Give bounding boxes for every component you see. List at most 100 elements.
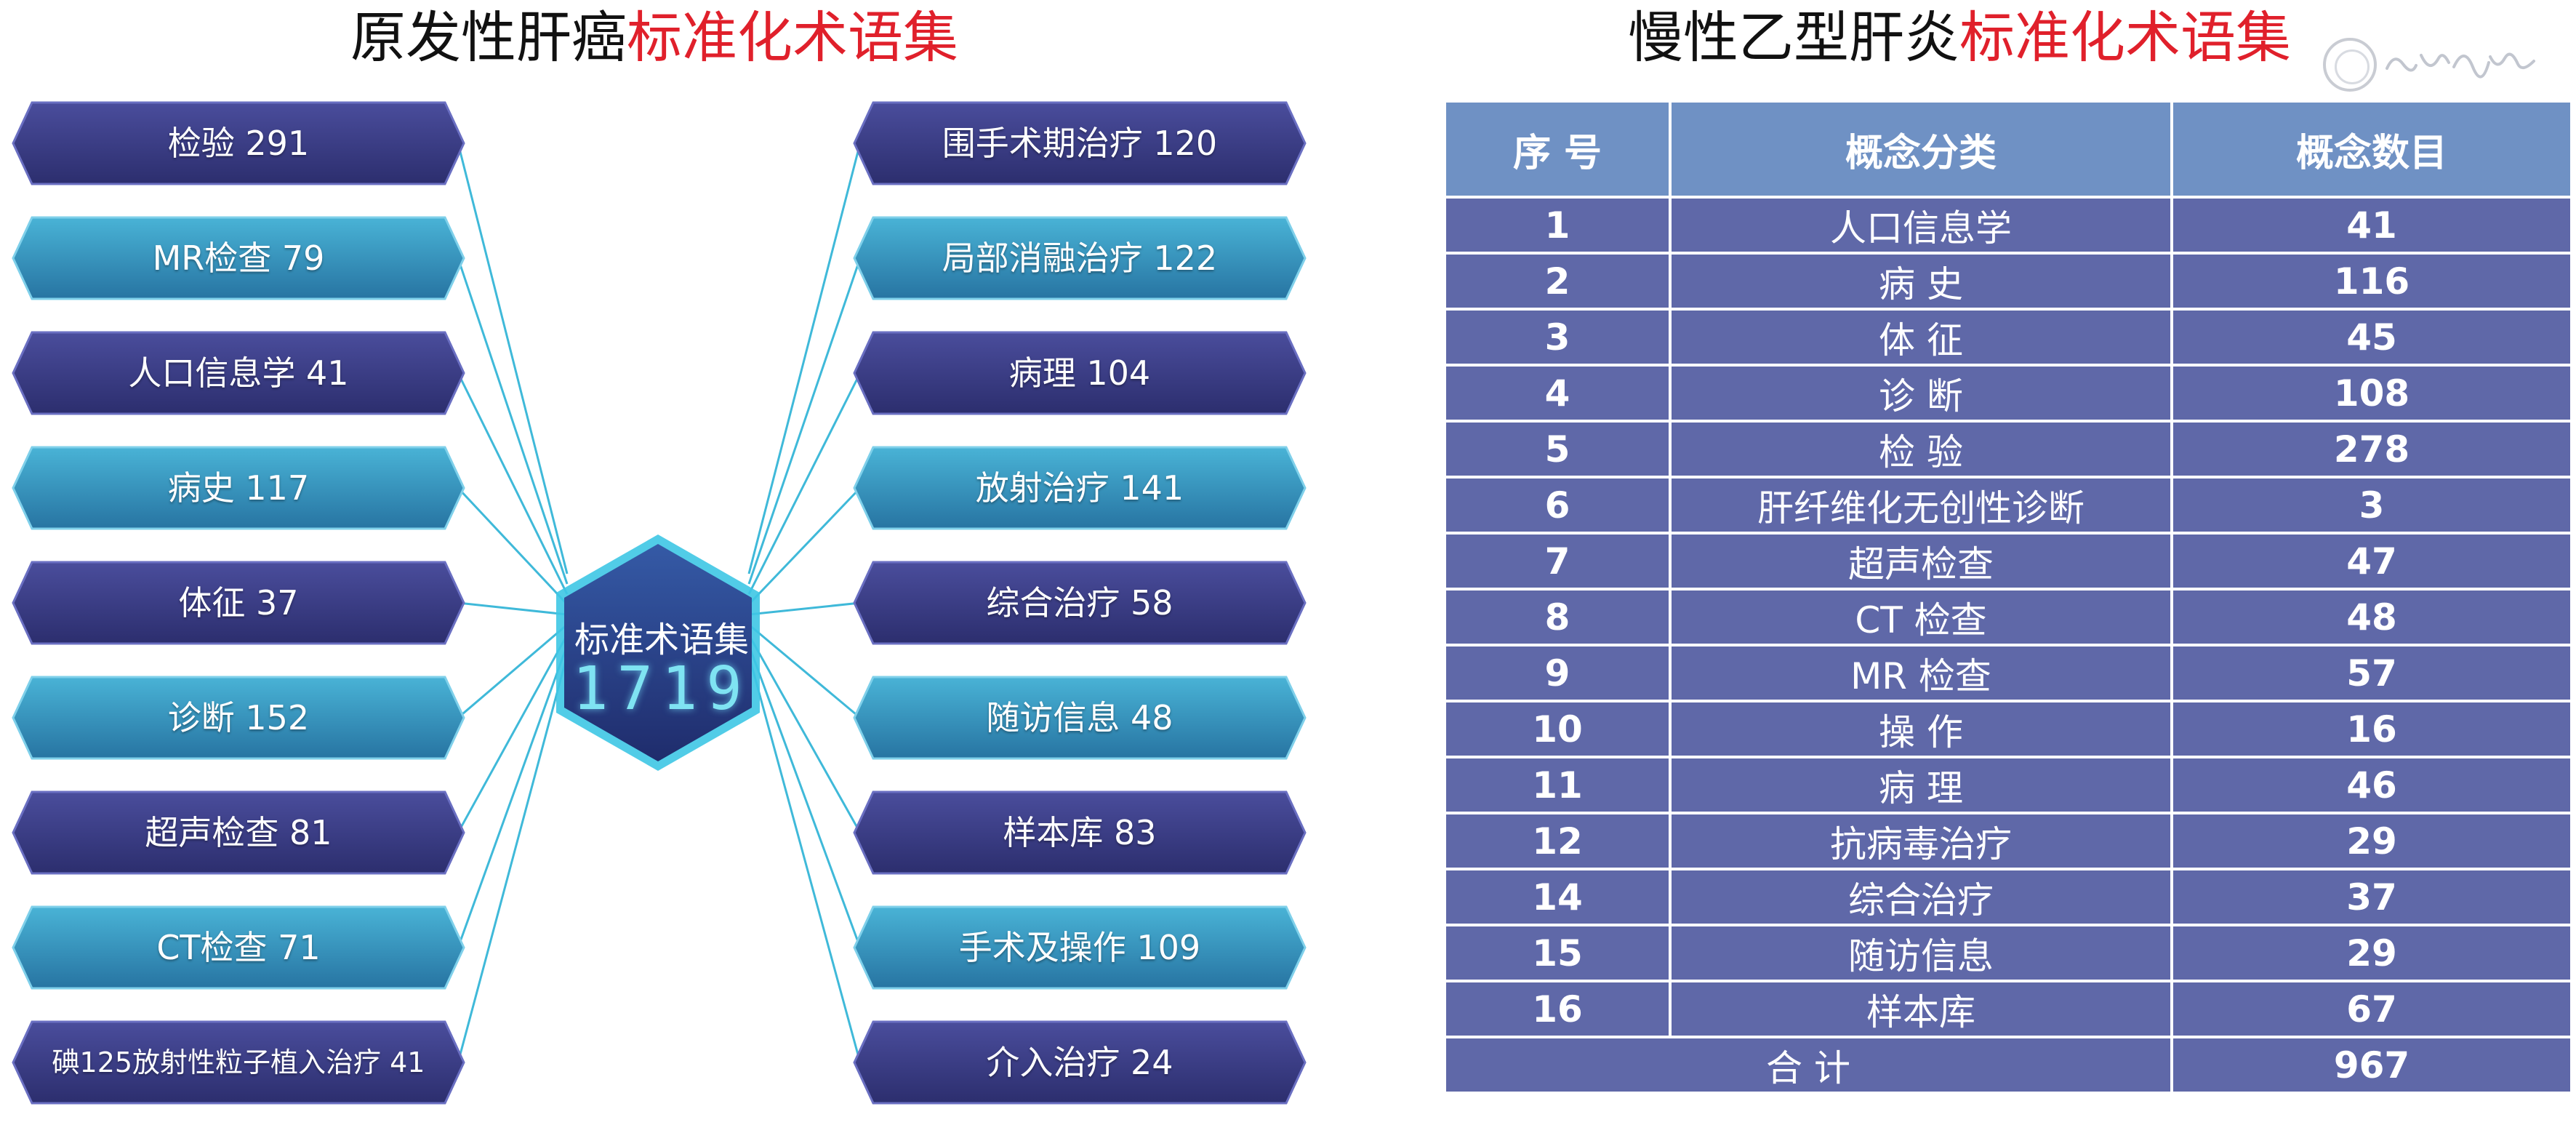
row-count: 57 bbox=[2170, 644, 2573, 702]
total-value: 967 bbox=[2170, 1036, 2573, 1094]
total-label: 合 计 bbox=[1443, 1036, 2173, 1094]
right-connector-line bbox=[748, 601, 861, 616]
right-connector-line bbox=[747, 372, 862, 595]
left-node-shape bbox=[12, 561, 465, 645]
right-title: 慢性乙型肝炎标准化术语集 bbox=[1443, 3, 2476, 73]
left-connector-line bbox=[457, 623, 568, 719]
row-category: 检 验 bbox=[1669, 420, 2173, 479]
right-connector-line bbox=[747, 257, 862, 585]
row-count: 3 bbox=[2170, 476, 2573, 535]
row-index: 1 bbox=[1443, 196, 1672, 255]
right-title-main: 慢性乙型肝炎 bbox=[1628, 5, 1959, 70]
row-index: 2 bbox=[1443, 252, 1672, 311]
header-count: 概念数目 bbox=[2170, 100, 2573, 199]
row-index: 7 bbox=[1443, 532, 1672, 590]
header-index: 序 号 bbox=[1443, 100, 1672, 199]
left-title: 原发性肝癌标准化术语集 bbox=[0, 3, 1309, 73]
row-index: 16 bbox=[1443, 980, 1672, 1038]
right-node-label: 围手术期治疗 120 bbox=[942, 124, 1218, 163]
right-node-shape bbox=[853, 331, 1307, 415]
right-node-shape bbox=[853, 216, 1307, 300]
row-count: 41 bbox=[2170, 196, 2573, 255]
row-count: 37 bbox=[2170, 868, 2573, 926]
left-connector-line bbox=[457, 654, 569, 1063]
right-node-label: 放射治疗 141 bbox=[975, 468, 1184, 508]
left-connector-line bbox=[457, 257, 569, 585]
row-category: 肝纤维化无创性诊断 bbox=[1669, 476, 2173, 535]
row-category: 人口信息学 bbox=[1669, 196, 2173, 255]
left-node-shape bbox=[12, 216, 465, 300]
row-category: MR 检查 bbox=[1669, 644, 2173, 702]
right-node-shape bbox=[853, 905, 1307, 990]
row-index: 8 bbox=[1443, 588, 1672, 646]
table-header-row: 序 号 概念分类 概念数目 bbox=[1443, 100, 2573, 199]
left-node-label: 体征 37 bbox=[178, 583, 299, 622]
right-node-label: 随访信息 48 bbox=[986, 698, 1173, 737]
right-node-shape bbox=[853, 446, 1307, 530]
row-count: 47 bbox=[2170, 532, 2573, 590]
right-node-label: 样本库 83 bbox=[1003, 813, 1157, 852]
row-count: 29 bbox=[2170, 812, 2573, 870]
row-index: 10 bbox=[1443, 700, 1672, 758]
right-title-highlight: 标准化术语集 bbox=[1959, 5, 2291, 70]
left-title-highlight: 标准化术语集 bbox=[627, 5, 958, 70]
left-node-shape bbox=[12, 1020, 465, 1105]
society-signature-logo bbox=[2386, 52, 2535, 79]
row-count: 16 bbox=[2170, 700, 2573, 758]
row-index: 12 bbox=[1443, 812, 1672, 870]
row-index: 14 bbox=[1443, 868, 1672, 926]
row-index: 11 bbox=[1443, 756, 1672, 814]
right-node-shape bbox=[853, 676, 1307, 760]
left-node-shape bbox=[12, 331, 465, 415]
right-node-label: 介入治疗 24 bbox=[986, 1043, 1173, 1082]
left-node-shape bbox=[12, 676, 465, 760]
left-title-main: 原发性肝癌 bbox=[350, 5, 627, 70]
header-category: 概念分类 bbox=[1669, 100, 2173, 199]
right-connector-line bbox=[747, 644, 862, 948]
left-node-label: 诊断 152 bbox=[167, 698, 310, 737]
hub-count: 1719 bbox=[572, 654, 751, 724]
row-count: 45 bbox=[2170, 308, 2573, 367]
left-node-shape bbox=[12, 446, 465, 530]
left-node-label: 碘125放射性粒子植入治疗 41 bbox=[52, 1046, 425, 1078]
row-category: 操 作 bbox=[1669, 700, 2173, 758]
society-seal-icon bbox=[2323, 38, 2377, 92]
left-connector-line bbox=[457, 644, 569, 948]
left-connector-line bbox=[457, 143, 569, 574]
row-category: 病 史 bbox=[1669, 252, 2173, 311]
right-node-label: 综合治疗 58 bbox=[986, 583, 1173, 622]
right-node-label: 手术及操作 109 bbox=[958, 928, 1201, 967]
row-index: 9 bbox=[1443, 644, 1672, 702]
left-node-label: 检验 291 bbox=[167, 124, 310, 163]
hub-hexagon bbox=[556, 535, 760, 771]
row-count: 29 bbox=[2170, 924, 2573, 982]
right-node-shape bbox=[853, 790, 1307, 875]
category-nodes bbox=[12, 101, 1307, 1105]
right-node-shape bbox=[853, 101, 1307, 185]
row-category: 超声检查 bbox=[1669, 532, 2173, 590]
row-category: 随访信息 bbox=[1669, 924, 2173, 982]
right-node-label: 病理 104 bbox=[1008, 353, 1151, 393]
right-connector-line bbox=[747, 634, 862, 833]
row-index: 5 bbox=[1443, 420, 1672, 479]
left-node-shape bbox=[12, 101, 465, 185]
left-node-label: 人口信息学 41 bbox=[128, 353, 349, 393]
left-connector-line bbox=[457, 634, 569, 833]
row-category: 综合治疗 bbox=[1669, 868, 2173, 926]
left-node-label: 病史 117 bbox=[167, 468, 310, 508]
terminology-diagram bbox=[12, 101, 1307, 1105]
